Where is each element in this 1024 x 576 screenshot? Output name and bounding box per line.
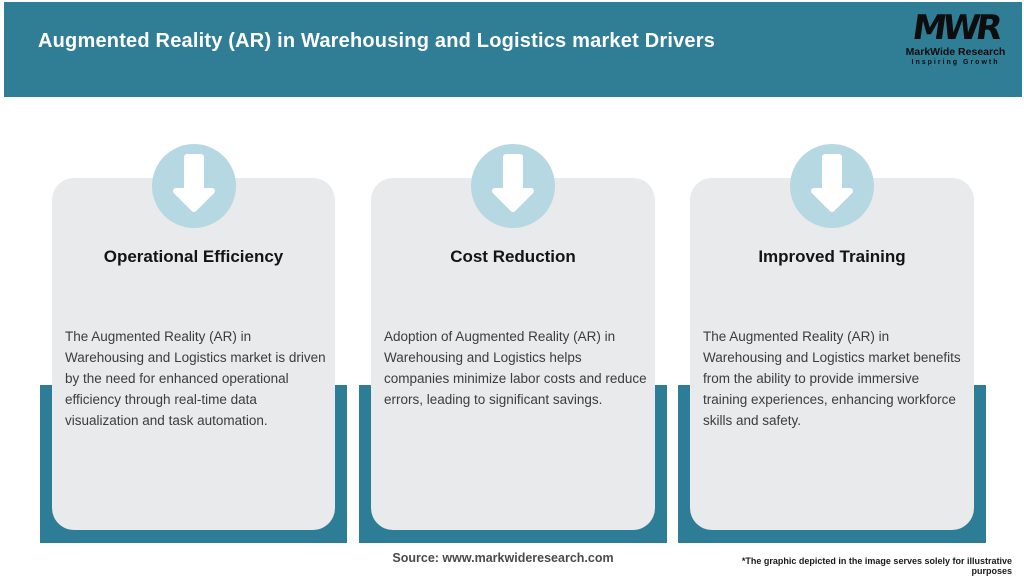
down-arrow-icon: [790, 144, 874, 228]
disclaimer-text: *The graphic depicted in the image serve…: [741, 556, 1012, 576]
card-body-text: The Augmented Reality (AR) in Warehousin…: [65, 329, 326, 428]
driver-card-operational-efficiency: [52, 178, 335, 530]
mwr-logo-mark: MWR: [909, 8, 1002, 48]
driver-card-cost-reduction: [371, 178, 655, 530]
card-body-text: Adoption of Augmented Reality (AR) in Wa…: [384, 329, 647, 407]
driver-card-improved-training: [690, 178, 974, 530]
logo-company-name: MarkWide Research: [905, 46, 1006, 58]
down-arrow-icon: [152, 144, 236, 228]
markwide-research-logo: MWR MarkWide Research Inspiring Growth: [903, 8, 1008, 67]
card-body-text: The Augmented Reality (AR) in Warehousin…: [703, 329, 961, 428]
source-text: Source: www.markwideresearch.com: [392, 551, 614, 565]
page-title: Augmented Reality (AR) in Warehousing an…: [38, 30, 716, 52]
down-arrow-icon: [471, 144, 555, 228]
card-title: Improved Training: [758, 247, 906, 266]
card-title: Operational Efficiency: [103, 247, 284, 266]
header-band: Augmented Reality (AR) in Warehousing an…: [4, 2, 1022, 97]
logo-tagline: Inspiring Growth: [911, 59, 1000, 66]
card-title: Cost Reduction: [450, 247, 576, 266]
